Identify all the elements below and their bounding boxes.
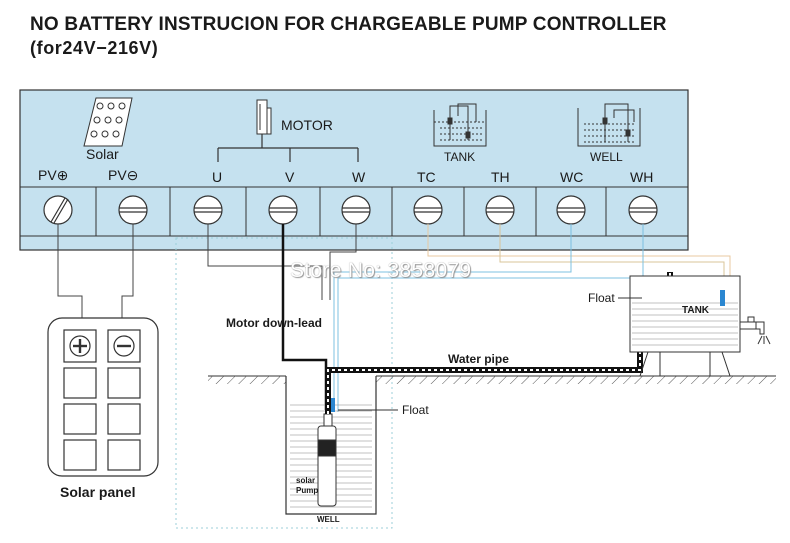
tank-float-label: Float xyxy=(588,291,615,305)
solar-panel-caption: Solar panel xyxy=(60,484,136,500)
pv-wires xyxy=(57,224,134,330)
terminal-label-wh: WH xyxy=(630,169,654,185)
tank-label: TANK xyxy=(444,150,476,164)
terminal-label-tc: TC xyxy=(417,169,436,185)
pump-label-line1: solar xyxy=(296,476,316,485)
faucet-icon xyxy=(739,316,771,345)
motor-bracket xyxy=(217,134,359,162)
well-name-label: WELL xyxy=(317,515,340,524)
well-label: WELL xyxy=(590,150,623,164)
page-subtitle: (for24V−216V) xyxy=(30,38,159,58)
water-pipe xyxy=(325,272,673,414)
motor-label: MOTOR xyxy=(281,117,333,133)
pump xyxy=(317,413,337,507)
solar-icon xyxy=(83,97,133,147)
well-float-label: Float xyxy=(402,403,429,417)
sensor-wires xyxy=(333,224,731,412)
terminal-label-th: TH xyxy=(491,169,510,185)
well-icon xyxy=(577,103,641,147)
well-float-probe xyxy=(330,398,335,412)
ground xyxy=(208,375,776,384)
page-title: NO BATTERY INSTRUCION FOR CHARGEABLE PUM… xyxy=(30,14,667,35)
solar-label: Solar xyxy=(86,146,119,162)
solar-panel xyxy=(47,317,159,477)
motor-icon xyxy=(256,99,272,135)
terminal-label-u: U xyxy=(212,169,223,185)
watermark: Store No: 3858079 xyxy=(290,259,472,282)
tank-float-probe xyxy=(720,290,725,306)
terminal-label-pv-minus: PV⊖ xyxy=(108,167,139,183)
tank xyxy=(629,275,741,377)
tank-name-label: TANK xyxy=(682,305,710,316)
pump-label-line2: Pump xyxy=(296,486,319,495)
motor-lead-label: Motor down-lead xyxy=(226,316,322,330)
terminal-label-pv-plus: PV⊕ xyxy=(38,167,69,183)
terminal-screws xyxy=(43,195,658,225)
terminal-label-wc: WC xyxy=(560,169,584,185)
terminal-label-w: W xyxy=(352,169,366,185)
terminal-block xyxy=(95,187,607,236)
terminal-label-v: V xyxy=(285,169,295,185)
tank-icon xyxy=(433,103,487,147)
water-pipe-label: Water pipe xyxy=(448,352,509,366)
